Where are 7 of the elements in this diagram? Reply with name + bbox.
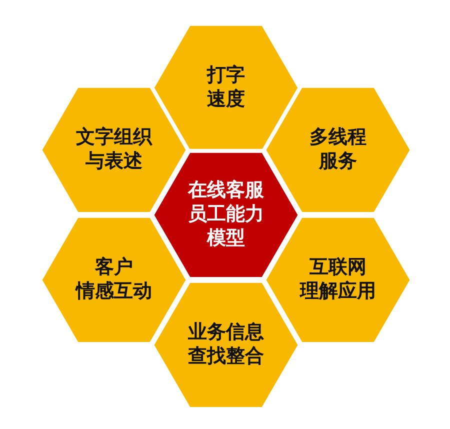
hexagon-label: 文字组织与表述 bbox=[76, 126, 152, 174]
hexagon-label: 互联网理解应用 bbox=[300, 256, 376, 304]
hexagon-label: 业务信息查找整合 bbox=[188, 321, 264, 369]
hexagon-label: 多线程服务 bbox=[310, 126, 366, 174]
hexagon-label: 在线客服员工能力模型 bbox=[188, 179, 264, 251]
hexagon-label: 客户情感互动 bbox=[76, 256, 152, 304]
hexagon-label: 打字速度 bbox=[207, 64, 245, 112]
